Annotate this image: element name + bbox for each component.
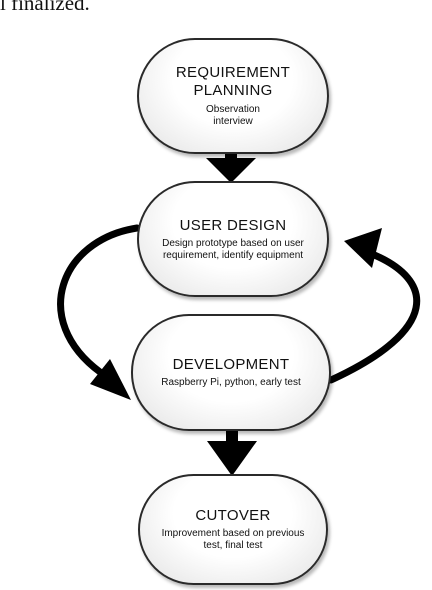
- user-design-title: USER DESIGN: [179, 216, 287, 234]
- loop-arrow-left: [57, 224, 141, 400]
- down-arrow-1: [206, 150, 256, 183]
- cutover-title: CUTOVER: [195, 507, 271, 524]
- development-description: Raspberry Pi, python, early test: [161, 377, 301, 388]
- development-title: DEVELOPMENT: [172, 356, 290, 373]
- down-arrow-2: [207, 426, 257, 476]
- requirement-planning-description: Observation interview: [206, 104, 260, 127]
- caption-text: l finalized.: [0, 0, 90, 15]
- cutover-description: Improvement based on previous test, fina…: [161, 528, 305, 551]
- user-design-node: USER DESIGN Design prototype based on us…: [137, 181, 329, 297]
- loop-arrow-right: [327, 228, 421, 384]
- requirement-planning-title-line-2: PLANNING: [193, 82, 273, 99]
- requirement-planning-title-line-1: REQUIREMENT: [175, 64, 291, 81]
- user-design-description: Design prototype based on user requireme…: [162, 237, 304, 261]
- requirement-planning-node: REQUIREMENT PLANNING Observation intervi…: [137, 38, 329, 154]
- development-node: DEVELOPMENT Raspberry Pi, python, early …: [131, 314, 331, 431]
- cutover-node: CUTOVER Improvement based on previous te…: [138, 474, 328, 585]
